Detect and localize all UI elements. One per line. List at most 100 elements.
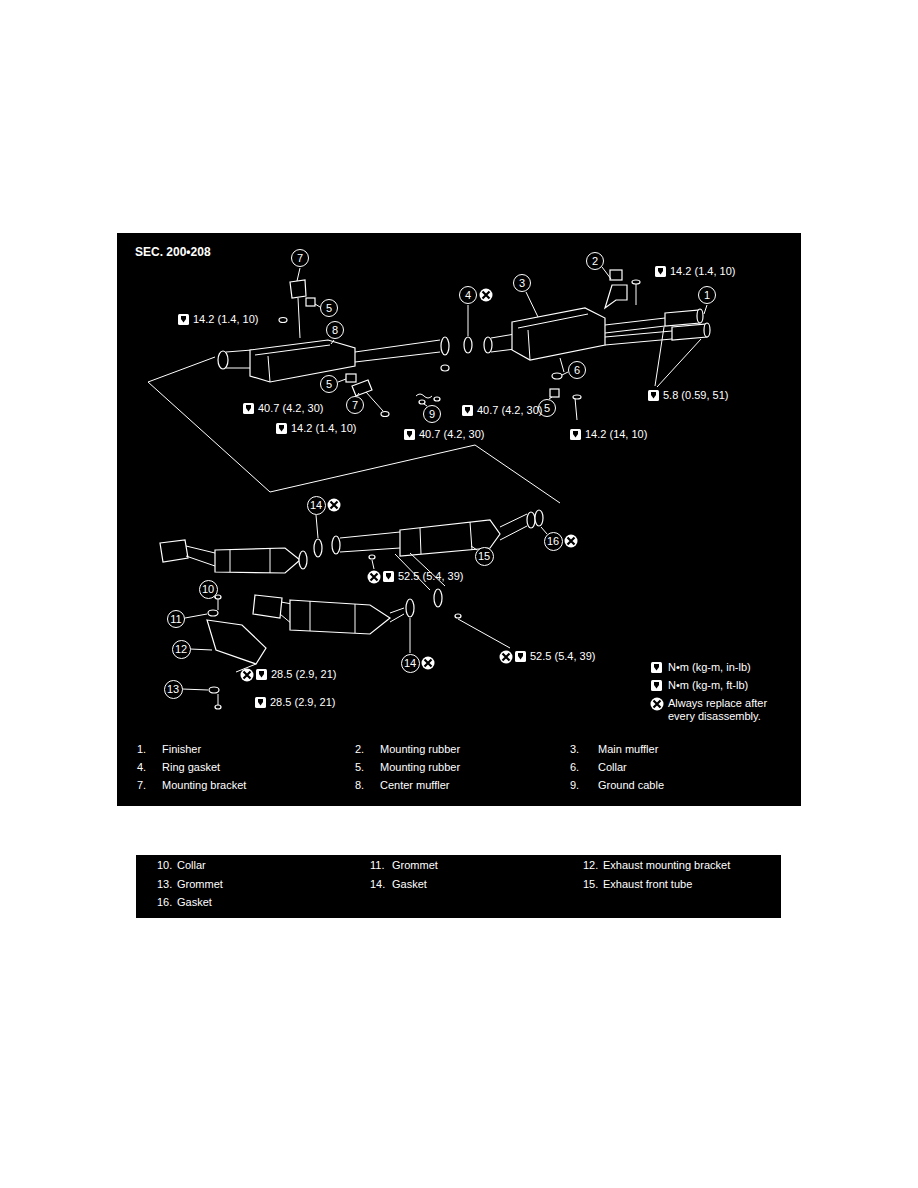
main-muffler-drawing-part — [484, 337, 492, 353]
layout-plane-outline-part — [148, 357, 215, 382]
lower-converter-drawing-part — [310, 601, 355, 633]
part-name: Collar — [177, 859, 206, 872]
main-muffler-drawing-part — [665, 310, 700, 326]
lower-converter-drawing-part — [390, 608, 404, 622]
section-code: SEC. 200•208 — [135, 246, 211, 259]
callout-circle: 2 — [586, 252, 604, 270]
exhaust-mounting-bracket-drawing-part — [208, 610, 218, 616]
callout-circle: 14 — [401, 654, 420, 673]
part-name: Gasket — [177, 896, 212, 909]
callout-circle: 9 — [423, 405, 441, 423]
callout-circle: 13 — [164, 680, 183, 699]
part-number: 12. — [583, 859, 598, 872]
callout-circle: 15 — [475, 547, 494, 566]
callout-number: 14 — [404, 657, 416, 669]
front-tube-drawing-part — [160, 540, 188, 562]
center-muffler-drawing-part — [226, 350, 252, 368]
part-name: Grommet — [392, 859, 438, 872]
front-tube-drawing-part — [186, 546, 215, 566]
callout-circle: 12 — [172, 640, 191, 659]
torque-wrench-symbols-part — [404, 429, 415, 440]
exhaust-mounting-bracket-drawing-part — [218, 694, 219, 706]
mounting-hardware-drawing-part — [279, 318, 287, 323]
main-muffler-drawing-part — [560, 358, 564, 372]
part-name: Main muffler — [598, 743, 658, 756]
part-number: 8. — [355, 779, 364, 792]
mounting-hardware-drawing — [279, 270, 640, 420]
ring-gasket-drawing-part — [464, 337, 472, 353]
part-number: 15. — [583, 878, 598, 891]
part-number: 4. — [137, 761, 146, 774]
callout-number: 8 — [332, 324, 338, 336]
torque-wrench-symbols-part — [515, 651, 526, 662]
front-tube-drawing-part — [406, 599, 414, 617]
mounting-hardware-drawing-part — [575, 398, 577, 420]
ring-gasket-drawing — [464, 337, 472, 353]
legend-text: N•m (kg-m, ft-lb) — [668, 679, 786, 692]
layout-plane-outline-part — [148, 382, 560, 503]
main-muffler-drawing-part — [518, 314, 588, 360]
callout-number: 7 — [297, 252, 303, 264]
mounting-hardware-drawing-part — [605, 285, 627, 308]
replace-symbols-part — [500, 651, 513, 664]
part-name: Center muffler — [380, 779, 450, 792]
main-muffler-drawing-part — [697, 309, 703, 323]
leader-lines-part — [410, 618, 411, 653]
replace-symbols-part — [241, 669, 254, 682]
front-tube-drawing — [160, 510, 543, 618]
part-name: Exhaust front tube — [603, 878, 692, 891]
part-number: 3. — [570, 743, 579, 756]
callout-circle: 8 — [326, 321, 344, 339]
mounting-hardware-drawing-part — [366, 392, 383, 411]
torque-spec: 28.5 (2.9, 21) — [270, 696, 335, 709]
ground-cable-drawing-part — [416, 394, 432, 398]
front-tube-drawing-part — [527, 512, 535, 528]
replace-symbols-part — [328, 499, 341, 512]
part-name: Mounting rubber — [380, 743, 460, 756]
mounting-hardware-drawing-part — [306, 298, 315, 306]
leader-lines-part — [190, 649, 212, 650]
torque-wrench-symbols-part — [651, 662, 662, 673]
callout-number: 5 — [544, 402, 550, 414]
leader-lines-part — [297, 268, 300, 281]
center-muffler-drawing-part — [218, 351, 228, 369]
mounting-hardware-drawing-part — [352, 380, 372, 396]
front-tube-drawing-part — [434, 589, 442, 607]
callout-circle: 7 — [291, 249, 309, 267]
leader-lines-part — [338, 379, 346, 382]
callout-number: 3 — [519, 277, 525, 289]
front-tube-drawing-part — [332, 536, 340, 554]
exhaust-mounting-bracket-drawing-part — [207, 620, 266, 664]
part-number: 11. — [370, 859, 384, 872]
leader-lines-part — [331, 340, 334, 344]
part-name: Ground cable — [598, 779, 664, 792]
main-muffler-drawing — [484, 308, 710, 372]
front-tube-drawing-part — [535, 510, 543, 526]
center-muffler-drawing-part — [355, 340, 440, 362]
callout-number: 4 — [465, 289, 471, 301]
exhaust-mounting-bracket-drawing — [207, 595, 266, 709]
callout-circle: 5 — [320, 299, 338, 317]
front-tube-drawing-part — [455, 614, 461, 618]
callout-circle: 10 — [199, 580, 218, 599]
leader-lines-part — [185, 614, 207, 618]
callout-circle: 11 — [167, 610, 185, 628]
torque-spec: 40.7 (4.2, 30) — [419, 428, 484, 441]
part-number: 2. — [355, 743, 364, 756]
mounting-hardware-drawing-part — [610, 270, 622, 280]
torque-wrench-symbols — [178, 266, 666, 708]
callout-number: 14 — [310, 499, 322, 511]
callout-circle: 6 — [568, 361, 586, 379]
lower-converter-drawing-part — [253, 595, 282, 618]
callout-circle: 1 — [698, 286, 716, 304]
ground-cable-drawing — [416, 394, 440, 404]
part-name: Exhaust mounting bracket — [603, 859, 730, 872]
leader-lines — [182, 267, 707, 690]
leader-lines-part — [704, 305, 707, 314]
part-name: Ring gasket — [162, 761, 220, 774]
front-tube-drawing-part — [215, 548, 300, 573]
main-muffler-drawing-part — [512, 308, 605, 360]
leader-lines-part — [602, 267, 611, 279]
